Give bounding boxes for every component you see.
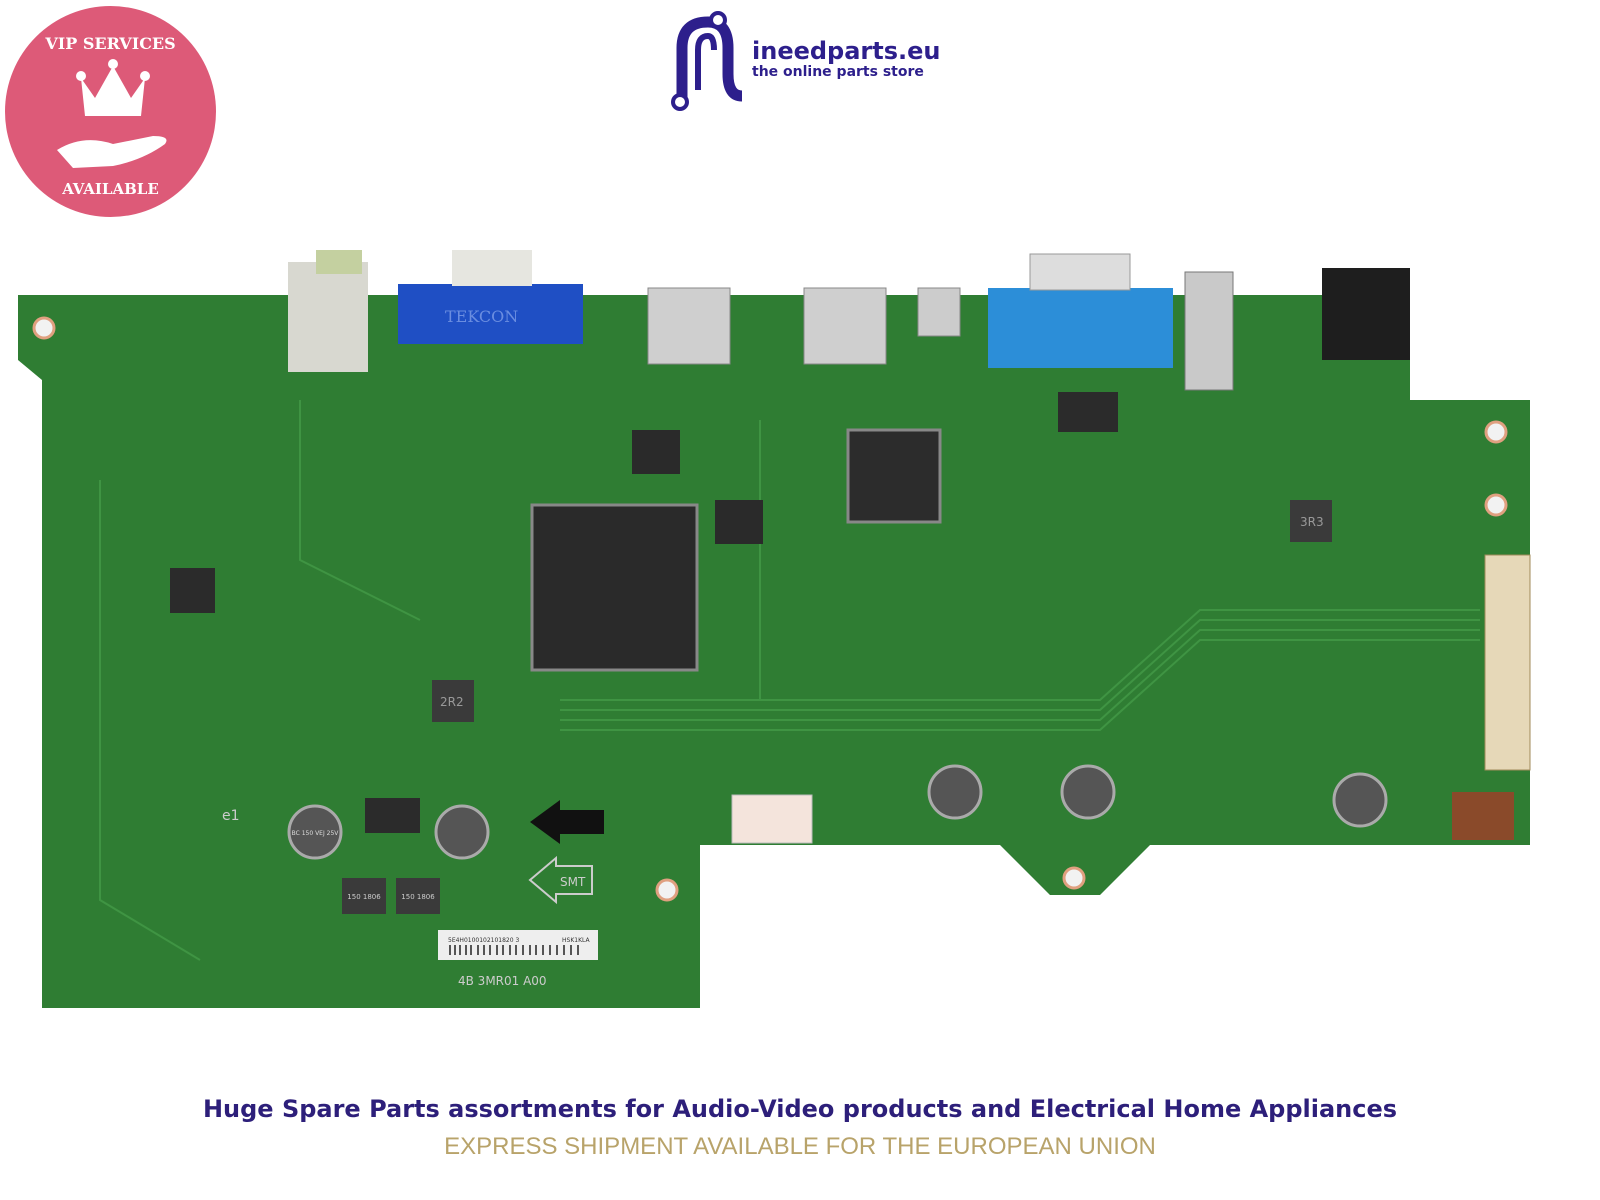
label-code-text: HSK1KLA	[562, 937, 590, 944]
hdmi-connector-2	[803, 287, 887, 365]
capacitors	[287, 764, 1388, 860]
connector-brand-text: TEKCON	[445, 307, 518, 326]
mini-usb-connector	[917, 287, 961, 337]
choke-b-marking: 150 1806	[401, 893, 435, 901]
inductor-2r2-label: 2R2	[440, 695, 464, 709]
label-serial-text: 5E4H0100102101820 3	[448, 937, 519, 944]
arrow-outline	[528, 855, 593, 905]
pcb-outline	[18, 295, 1530, 1008]
vip-services-badge: VIP SERVICES AVAILABLE	[5, 6, 216, 217]
traces	[99, 400, 1480, 961]
mounting-holes	[32, 316, 1508, 902]
mini-hdmi-connector	[1452, 792, 1514, 840]
crown-icon	[76, 59, 150, 116]
vga-connector-blue-right	[988, 288, 1173, 368]
badge-bottom-text: AVAILABLE	[62, 180, 159, 198]
hand-icon	[57, 136, 167, 168]
ribbon-connector	[1484, 554, 1531, 771]
smt-label: SMT	[560, 875, 586, 889]
audio-jack-connector	[288, 262, 368, 372]
pcb-board-photo: TEKCON 3R3 2R2 BC 150 VEJ 25V 150 1806 1…	[18, 250, 1531, 1008]
arrow-black	[530, 800, 604, 844]
logo-name: ineedparts.eu	[752, 37, 941, 65]
logo-text: ineedparts.eu the online parts store	[752, 38, 941, 80]
secondary-chip	[846, 428, 942, 524]
logo-slogan: the online parts store	[752, 64, 924, 80]
usb-connector	[1184, 271, 1234, 391]
vga-connector-blue-left	[398, 284, 583, 344]
ineedparts-logo-mark	[671, 11, 743, 111]
footer-tagline: Huge Spare Parts assortments for Audio-V…	[202, 1095, 1398, 1123]
hdmi-connector-1	[647, 287, 731, 365]
white-header-connector	[731, 794, 813, 844]
main-processor-chip	[530, 503, 699, 672]
barcode-label	[438, 930, 598, 960]
footer-shipping: EXPRESS SHIPMENT AVAILABLE FOR THE EUROP…	[444, 1133, 1156, 1160]
part-number-marking: 4B 3MR01 A00	[458, 974, 547, 988]
capacitor-marking: BC 150 VEJ 25V	[292, 830, 340, 837]
e1-marking: e1	[222, 808, 240, 824]
inductor-3r3-label: 3R3	[1300, 515, 1324, 529]
headphone-jack	[1322, 268, 1410, 360]
badge-top-text: VIP SERVICES	[45, 34, 176, 53]
choke-a-marking: 150 1806	[347, 893, 381, 901]
